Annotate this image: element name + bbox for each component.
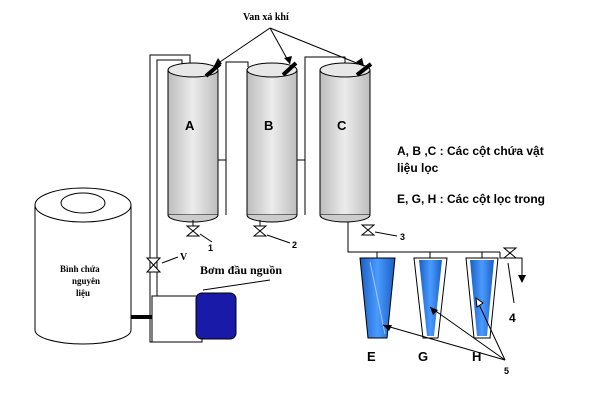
air-vent-label: Van xả khí bbox=[243, 12, 289, 23]
cone-filter-e bbox=[359, 257, 396, 339]
air-vent-valve-c bbox=[355, 62, 373, 77]
pump-label: Bơm đầu nguồn bbox=[200, 263, 282, 277]
cone-g-label: G bbox=[418, 349, 428, 364]
pipe-b-c bbox=[304, 56, 346, 215]
valve-1-label: 1 bbox=[208, 243, 213, 253]
legend-line-3: E, G, H : Các cột lọc trong bbox=[397, 192, 545, 206]
air-vent-pointers bbox=[213, 27, 365, 67]
air-vent-valve-b bbox=[281, 61, 298, 77]
valve-4-pointer bbox=[507, 262, 515, 304]
column-c-label: C bbox=[337, 118, 347, 133]
valve-3 bbox=[360, 224, 376, 236]
valve-1-pointer bbox=[199, 233, 213, 243]
column-b bbox=[246, 61, 298, 223]
legend-line-1: A, B ,C : Các cột chứa vật bbox=[397, 144, 544, 158]
valve-4-label: 4 bbox=[509, 311, 516, 325]
air-vent-valve-a bbox=[204, 62, 222, 78]
valve-3-label: 3 bbox=[400, 232, 405, 242]
valve-2-label: 2 bbox=[292, 240, 297, 250]
cone-h-label: H bbox=[472, 349, 481, 364]
cone-filter-g bbox=[413, 257, 448, 339]
valve-v-label: V bbox=[180, 252, 188, 263]
cone-filter-h bbox=[465, 257, 499, 339]
valve-1 bbox=[185, 220, 201, 237]
valve-2 bbox=[252, 220, 268, 237]
outlet-manifold bbox=[347, 222, 500, 253]
column-a bbox=[167, 62, 222, 223]
legend-line-2: liệu lọc bbox=[397, 161, 439, 175]
valve-v bbox=[145, 257, 162, 273]
valve-v-pointer bbox=[161, 256, 179, 264]
pipe-a-b bbox=[225, 61, 249, 215]
valve-4 bbox=[502, 247, 518, 259]
tank-pump-pipe bbox=[131, 315, 153, 319]
valve-2-pointer bbox=[266, 234, 291, 244]
column-c bbox=[319, 62, 373, 223]
pointer-5 bbox=[382, 296, 506, 361]
raw-material-tank bbox=[34, 187, 132, 345]
column-a-label: A bbox=[185, 118, 195, 133]
column-b-label: B bbox=[264, 118, 273, 133]
cone-e-label: E bbox=[367, 349, 376, 364]
valve-3-pointer bbox=[374, 231, 398, 237]
tank-label-1: Bình chứa bbox=[60, 264, 100, 274]
pump-pointer bbox=[202, 279, 271, 291]
final-outlet bbox=[499, 252, 523, 275]
pointer-5-label: 5 bbox=[504, 366, 509, 376]
feed-pipe bbox=[149, 54, 191, 343]
tank-label-3: liệu bbox=[76, 288, 90, 298]
tank-label-2: nguyên bbox=[72, 276, 100, 286]
outlet-arrow bbox=[518, 275, 526, 283]
source-pump bbox=[151, 292, 237, 343]
